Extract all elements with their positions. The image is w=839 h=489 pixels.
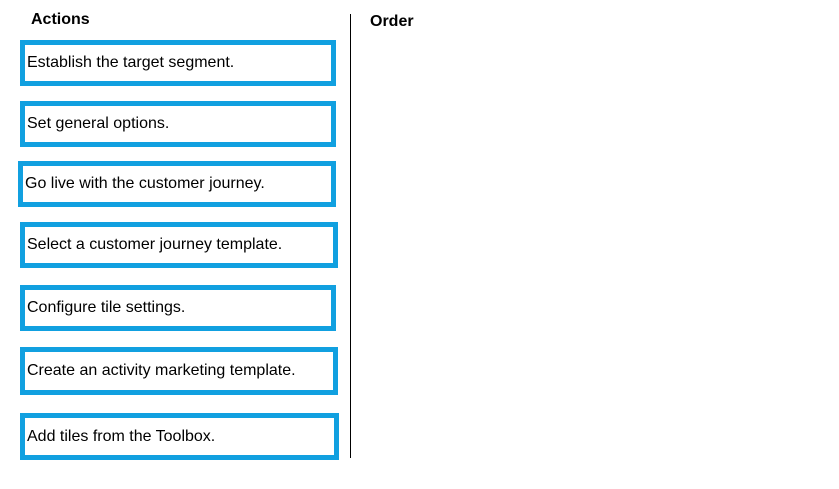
action-item-set-general-options[interactable]: Set general options. xyxy=(20,101,336,147)
actions-column-header: Actions xyxy=(31,11,90,28)
action-item-label: Set general options. xyxy=(27,115,170,132)
action-item-add-tiles-from-toolbox[interactable]: Add tiles from the Toolbox. xyxy=(20,413,339,460)
action-item-label: Go live with the customer journey. xyxy=(25,175,265,192)
action-item-create-activity-marketing-template[interactable]: Create an activity marketing template. xyxy=(20,347,338,395)
action-item-label: Configure tile settings. xyxy=(27,299,186,316)
action-item-label: Create an activity marketing template. xyxy=(27,362,296,379)
order-column-header: Order xyxy=(370,13,414,30)
action-item-go-live-customer-journey[interactable]: Go live with the customer journey. xyxy=(18,161,336,207)
action-item-label: Establish the target segment. xyxy=(27,54,235,71)
action-item-select-journey-template[interactable]: Select a customer journey template. xyxy=(20,222,338,268)
column-divider xyxy=(350,14,351,458)
action-item-label: Add tiles from the Toolbox. xyxy=(27,427,216,445)
action-item-configure-tile-settings[interactable]: Configure tile settings. xyxy=(20,285,336,331)
action-item-establish-target-segment[interactable]: Establish the target segment. xyxy=(20,40,336,86)
action-item-label: Select a customer journey template. xyxy=(27,236,283,253)
